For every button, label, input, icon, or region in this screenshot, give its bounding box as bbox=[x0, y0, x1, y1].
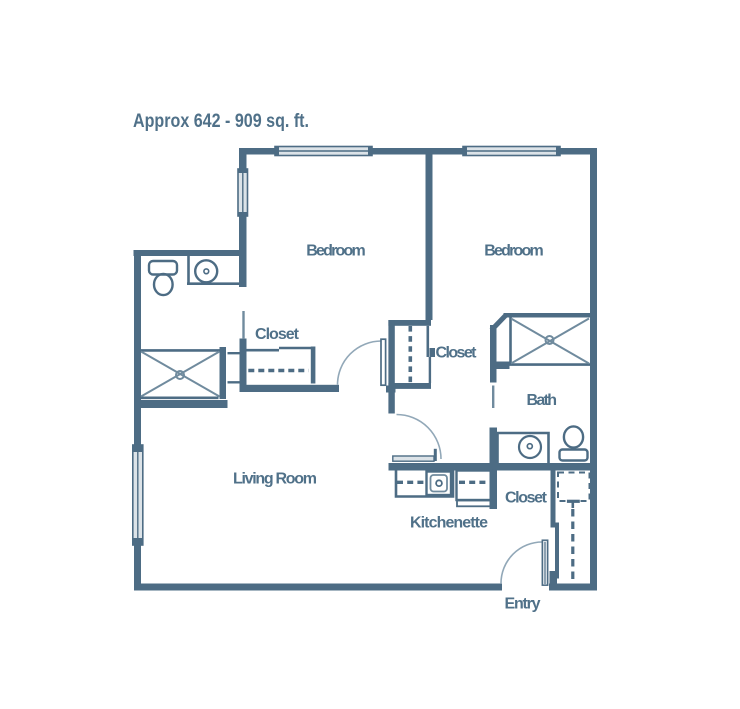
svg-text:Bath: Bath bbox=[527, 392, 558, 409]
svg-text:Bedroom: Bedroom bbox=[306, 243, 366, 260]
svg-text:Closet: Closet bbox=[436, 345, 478, 362]
svg-text:Approx 642 - 909 sq. ft.: Approx 642 - 909 sq. ft. bbox=[133, 110, 309, 132]
svg-text:Bedroom: Bedroom bbox=[484, 243, 544, 260]
svg-text:Kitchenette: Kitchenette bbox=[410, 515, 488, 532]
svg-text:Closet: Closet bbox=[505, 490, 548, 507]
svg-text:Entry: Entry bbox=[505, 596, 541, 613]
svg-text:Closet: Closet bbox=[255, 326, 300, 343]
svg-text:Living Room: Living Room bbox=[233, 471, 317, 488]
